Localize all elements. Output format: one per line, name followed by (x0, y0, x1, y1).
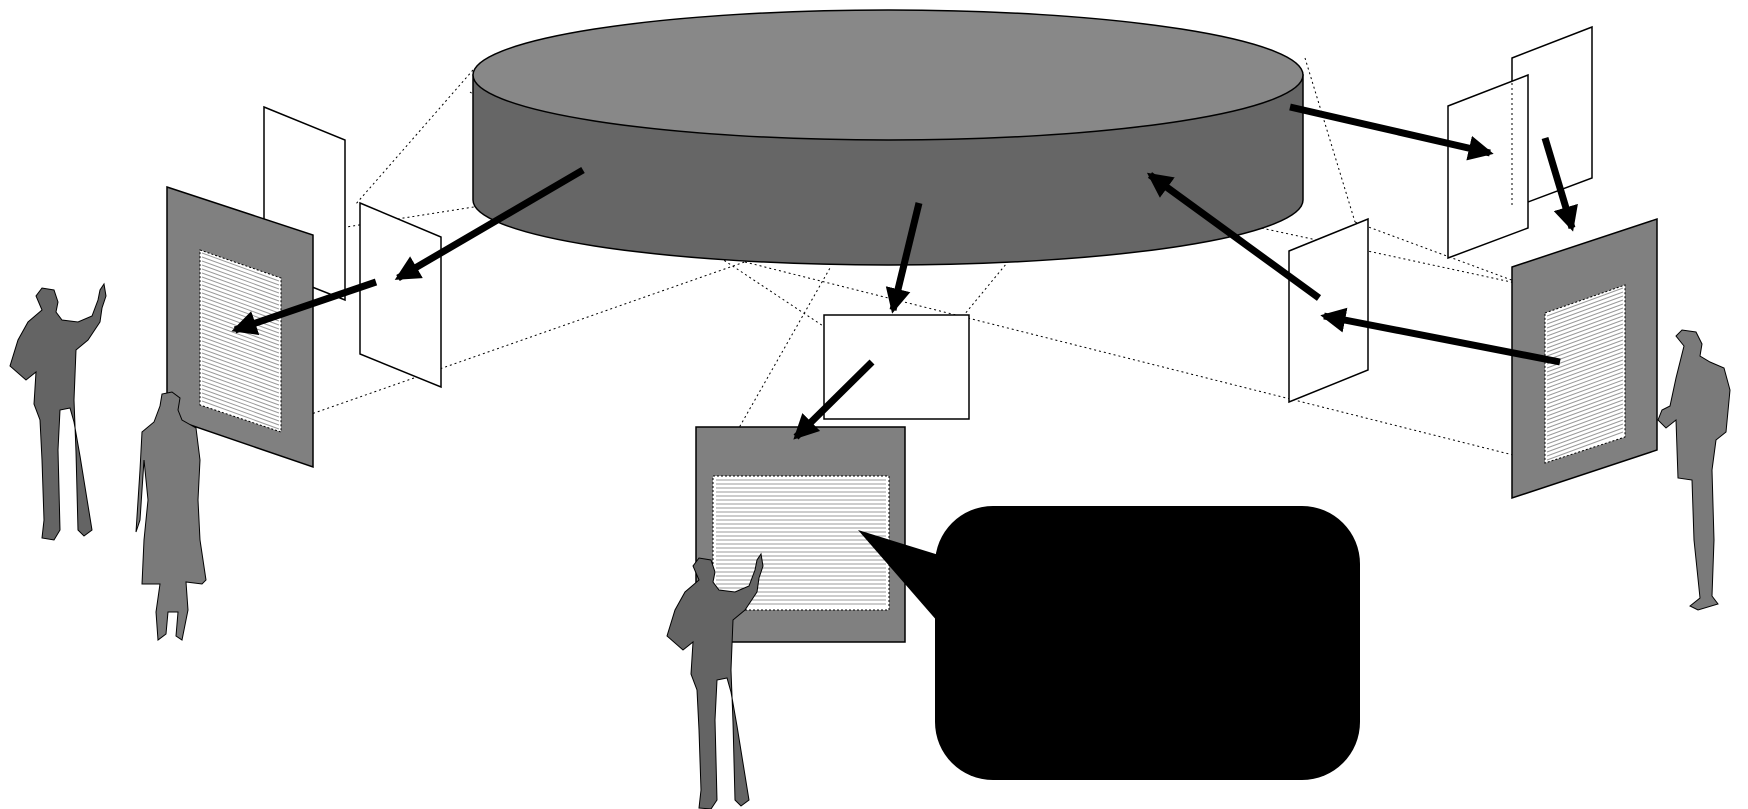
screen-line (201, 280, 280, 310)
person-right-man-silhouette (1657, 329, 1731, 611)
screen-line (1546, 327, 1624, 357)
screen-line (1546, 367, 1624, 397)
screen-line (1546, 355, 1624, 385)
speech-bubble (858, 506, 1360, 780)
screen-line (1546, 363, 1624, 393)
screen-line (201, 348, 280, 378)
screen-line (201, 256, 280, 286)
person-left-man-silhouette (9, 282, 107, 541)
screen-line (1546, 311, 1624, 341)
screen-line (201, 252, 280, 282)
screen-line (1546, 411, 1624, 441)
screen-line (201, 352, 280, 382)
screen-line (1546, 331, 1624, 361)
panel-right-lower (1288, 217, 1369, 404)
cylinder-top (472, 9, 1304, 141)
flow-arrows (231, 103, 1578, 440)
screen-line (1546, 379, 1624, 409)
screen-line (1546, 303, 1624, 333)
board-center-screen-lines (716, 479, 886, 605)
screen-line (201, 380, 280, 410)
screen-line (1546, 291, 1624, 321)
person-right-man (1657, 329, 1731, 611)
screen-line (201, 356, 280, 386)
arrow-left-panel-to-board (231, 278, 378, 336)
screen-line (1546, 383, 1624, 413)
screen-line (201, 328, 280, 358)
people (9, 282, 1731, 809)
arrow-store-to-center-panel (885, 202, 923, 314)
screen-line (1546, 403, 1624, 433)
screen-line (201, 324, 280, 354)
arrow-right-panel-to-board (1541, 136, 1578, 232)
screen-line (1546, 347, 1624, 377)
screen-line (201, 384, 280, 414)
arrow-right-lower-panel-to-store (1146, 172, 1322, 301)
screen-line (201, 260, 280, 290)
screen-line (201, 268, 280, 298)
screen-line (1546, 395, 1624, 425)
screen-line (1546, 371, 1624, 401)
panel-center (823, 314, 970, 420)
person-left-woman-silhouette (135, 391, 207, 641)
board-right-screen-lines (1546, 287, 1624, 461)
screen-line (201, 376, 280, 406)
screen-line (1546, 415, 1624, 445)
panel-left-front (359, 201, 442, 389)
board-right (1511, 217, 1658, 500)
speech-bubble-body (935, 506, 1360, 780)
arrow-center-panel-to-board (793, 359, 875, 440)
screen-line (1546, 287, 1624, 317)
person-left-man (9, 282, 107, 541)
screen-line (201, 400, 280, 430)
screen-line (201, 396, 280, 426)
screen-line (201, 364, 280, 394)
screen-line (1546, 399, 1624, 429)
screen-line (1546, 299, 1624, 329)
screen-line (201, 388, 280, 418)
screen-line (1546, 387, 1624, 417)
screen-line (201, 272, 280, 302)
speech-bubble-tail (858, 530, 955, 630)
screen-line (201, 264, 280, 294)
screen-line (1546, 407, 1624, 437)
screen-line (1546, 343, 1624, 373)
screen-line (1546, 323, 1624, 353)
screen-line (201, 372, 280, 402)
screen-line (1546, 295, 1624, 325)
arrow-store-to-left-panel (394, 166, 585, 282)
person-center-man (666, 552, 764, 809)
screen-line (1546, 351, 1624, 381)
screen-line (1546, 359, 1624, 389)
screen-line (201, 288, 280, 318)
screen-line (201, 336, 280, 366)
screen-line (1546, 423, 1624, 453)
panel-right-upper-front (1447, 73, 1529, 260)
central-store-cylinder (472, 9, 1304, 266)
screen-line (201, 392, 280, 422)
screen-line (1546, 391, 1624, 421)
screen-line (201, 284, 280, 314)
arrow-store-to-right-panel (1289, 103, 1494, 161)
screen-line (1546, 431, 1624, 461)
screen-line (1546, 307, 1624, 337)
arrow-board-to-right-lower-panel (1320, 307, 1561, 366)
screen-line (1546, 375, 1624, 405)
screen-line (1546, 427, 1624, 457)
screen-line (1546, 319, 1624, 349)
person-left-woman (135, 391, 207, 641)
person-center-man-silhouette (666, 552, 764, 809)
screen-line (201, 360, 280, 390)
screen-line (1546, 315, 1624, 345)
screen-line (1546, 419, 1624, 449)
screen-line (201, 340, 280, 370)
screen-line (201, 368, 280, 398)
screen-line (201, 276, 280, 306)
screen-line (201, 344, 280, 374)
screen-line (201, 332, 280, 362)
